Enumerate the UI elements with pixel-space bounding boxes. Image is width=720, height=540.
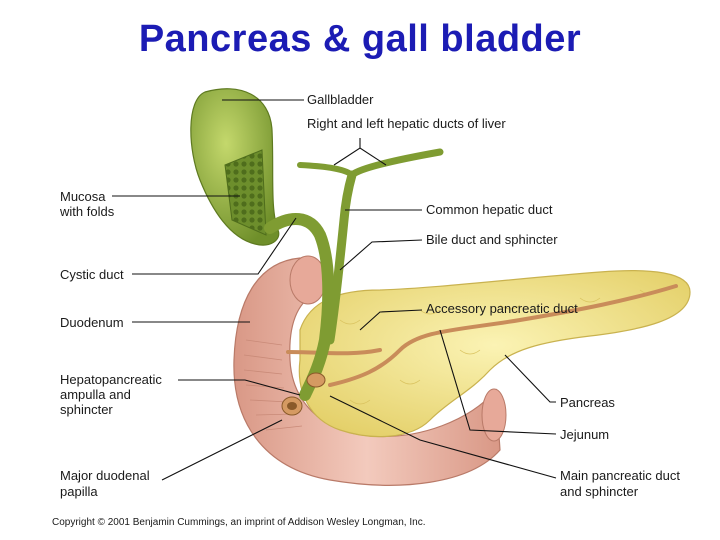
- duodenum-shape: [233, 255, 507, 486]
- label-pancreas: Pancreas: [560, 395, 615, 410]
- label-main-duct-line1: Main pancreatic duct: [560, 468, 680, 483]
- label-common-hepatic-duct: Common hepatic duct: [426, 202, 553, 217]
- label-hepatopancreatic-line2: ampulla and: [60, 387, 131, 402]
- label-mucosa-line1: Mucosa: [60, 189, 106, 204]
- label-cystic-duct: Cystic duct: [60, 267, 124, 282]
- label-jejunum: Jejunum: [560, 427, 609, 442]
- label-gallbladder: Gallbladder: [307, 92, 374, 107]
- leader-lines: [112, 99, 557, 481]
- label-major-papilla-line1: Major duodenal: [60, 468, 150, 483]
- label-major-papilla-line2: papilla: [60, 484, 98, 499]
- main-pancreatic-duct: [328, 284, 678, 387]
- gallbladder-shape: [190, 88, 280, 246]
- label-bile-duct: Bile duct and sphincter: [426, 232, 558, 247]
- sphincter-rings: [281, 372, 326, 416]
- page-title: Pancreas & gall bladder: [138, 18, 582, 60]
- accessory-pancreatic-duct: [286, 348, 382, 356]
- copyright-notice: Copyright © 2001 Benjamin Cummings, an i…: [52, 517, 425, 528]
- label-duodenum: Duodenum: [60, 315, 124, 330]
- bile-ducts: [264, 148, 444, 401]
- label-hepatopancreatic-line1: Hepatopancreatic: [60, 372, 162, 387]
- label-mucosa-line2: with folds: [59, 204, 115, 219]
- label-accessory-duct: Accessory pancreatic duct: [426, 301, 578, 316]
- label-main-duct-line2: and sphincter: [560, 484, 639, 499]
- label-hepatic-ducts: Right and left hepatic ducts of liver: [307, 116, 506, 131]
- label-hepatopancreatic-line3: sphincter: [60, 402, 113, 417]
